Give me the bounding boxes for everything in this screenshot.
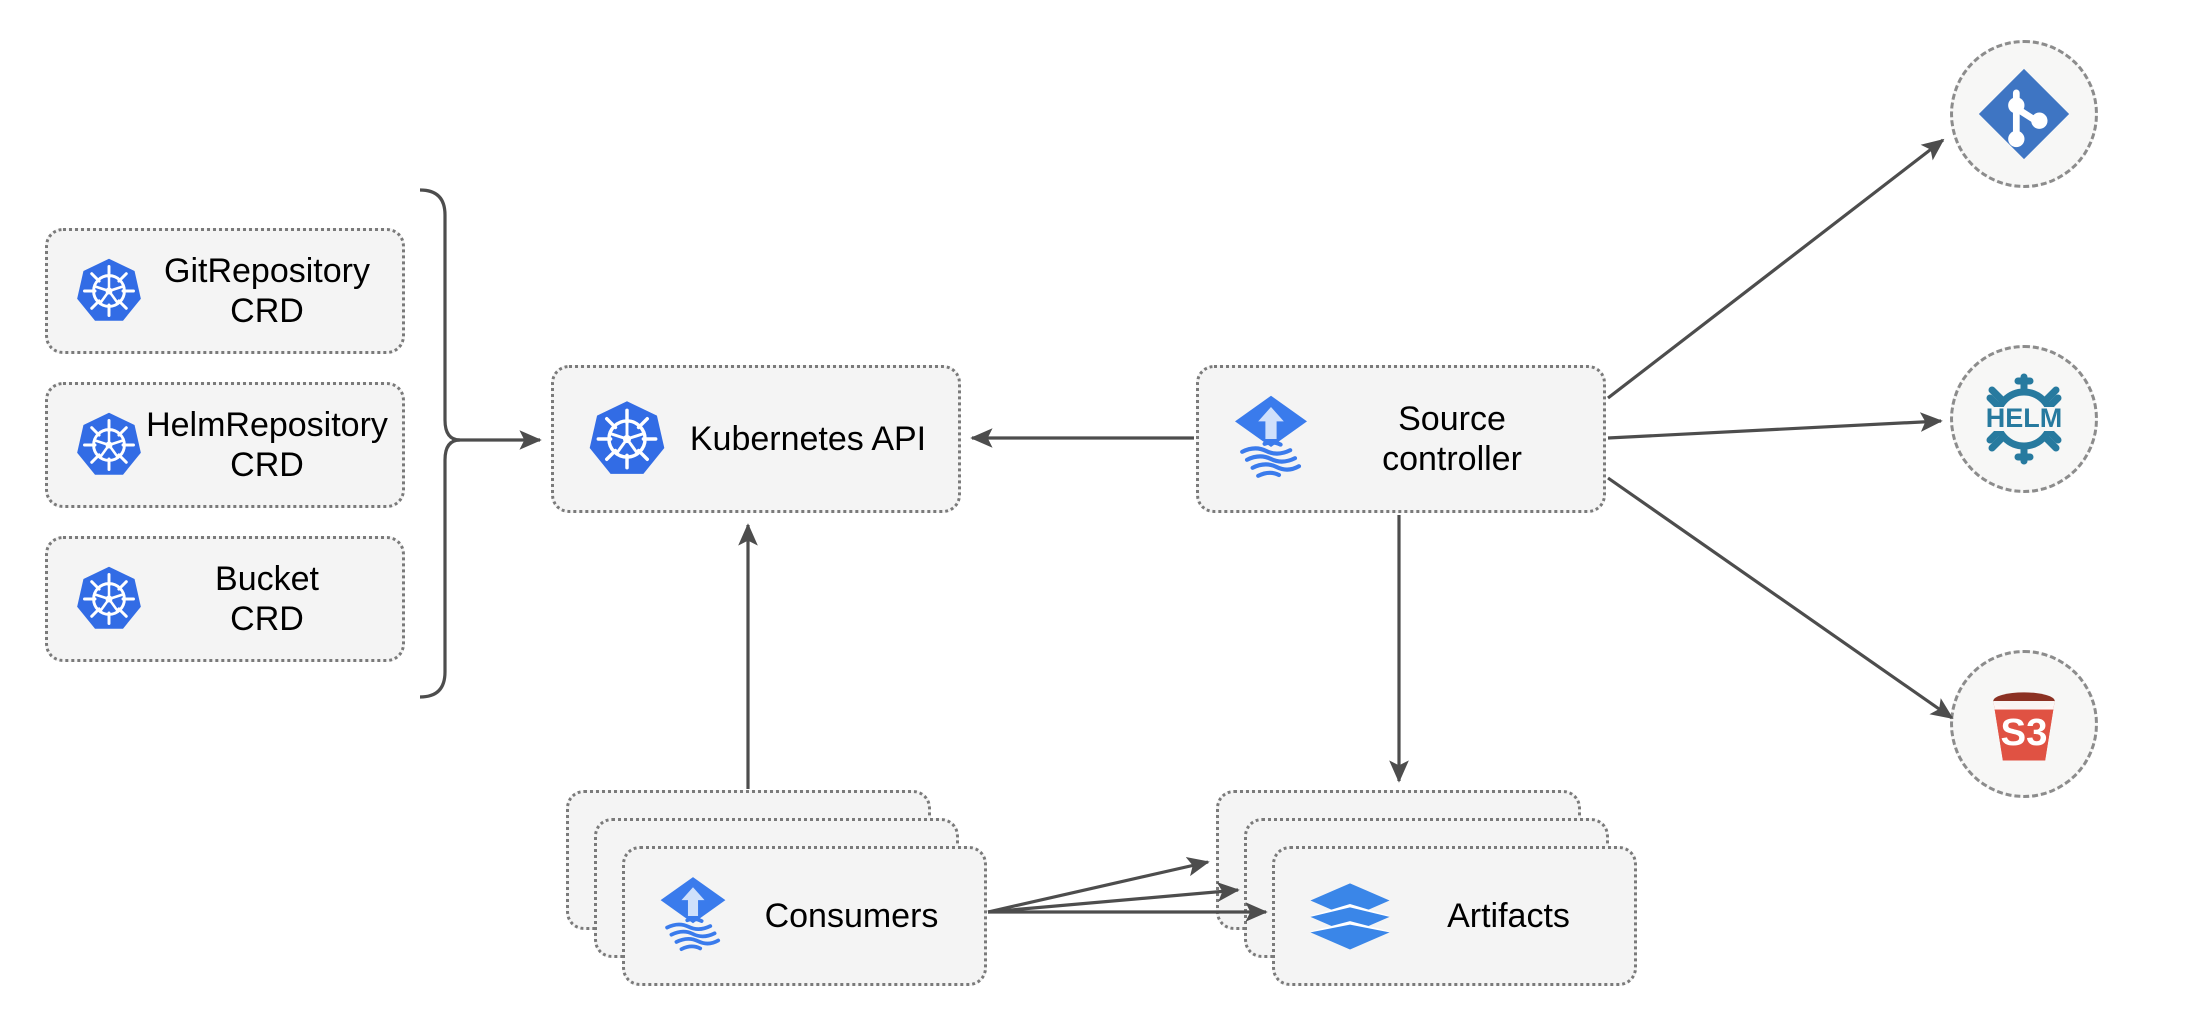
- arrow-consumers-to-artifacts-middle: [987, 881, 1240, 914]
- kubernetes-icon: [74, 564, 144, 634]
- flux-icon: [1231, 394, 1311, 484]
- consumers-card-front[interactable]: Consumers: [622, 846, 987, 986]
- crd-group-bracket: [419, 188, 461, 699]
- kubernetes-icon: [74, 410, 144, 480]
- endpoint-s3[interactable]: [1950, 650, 2098, 798]
- node-label: Consumers: [764, 896, 939, 935]
- flux-icon: [657, 875, 729, 957]
- kubernetes-icon: [74, 256, 144, 326]
- helm-icon: [1974, 369, 2074, 469]
- node-consumers[interactable]: Consumers: [566, 790, 987, 986]
- arrow-source-controller-to-helm: [1607, 412, 1943, 440]
- arrow-source-controller-to-git: [1607, 138, 1945, 400]
- node-artifacts[interactable]: Artifacts: [1216, 790, 1637, 986]
- arrow-source-controller-to-s3: [1607, 476, 1954, 720]
- endpoint-git[interactable]: [1950, 40, 2098, 188]
- kubernetes-icon: [586, 398, 668, 480]
- node-kubernetes-api[interactable]: Kubernetes API: [551, 365, 961, 513]
- s3-bucket-icon: [1976, 676, 2072, 772]
- artifacts-card-front[interactable]: Artifacts: [1272, 846, 1637, 986]
- node-label: Kubernetes API: [689, 419, 927, 458]
- layers-icon: [1307, 881, 1393, 951]
- endpoint-helm[interactable]: [1950, 345, 2098, 493]
- node-label: Artifacts: [1447, 896, 1570, 935]
- arrow-consumers-to-artifacts-back: [987, 856, 1210, 914]
- git-icon: [1976, 66, 2072, 162]
